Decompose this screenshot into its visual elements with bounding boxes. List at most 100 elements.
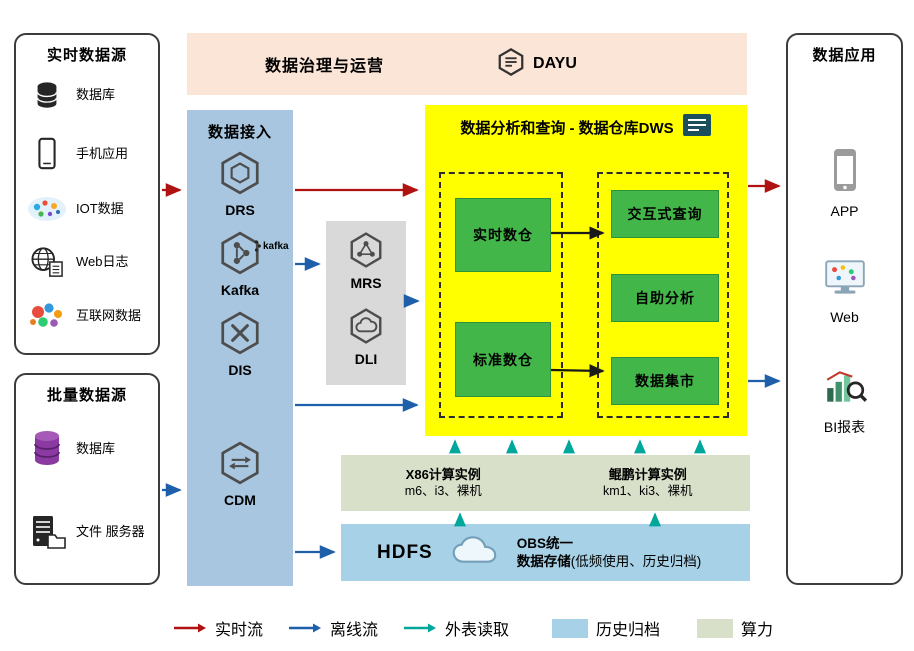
web-monitor-icon [822,257,868,302]
mobile-phone-icon [25,136,69,172]
standard-warehouse-box: 标准数仓 [455,322,551,397]
kunpeng-compute-cell: 鲲鹏计算实例 km1、ki3、裸机 [546,466,751,500]
service-label: Kafka [220,282,260,298]
box-label: 数据集市 [635,373,695,389]
service-drs: DRS [187,150,293,218]
batch-sources-panel: 批量数据源 数据库 文件 服务器 [14,373,160,585]
kafka-logo-icon [254,240,261,252]
report-document-icon [682,113,712,141]
source-label: IOT数据 [76,200,124,216]
list-item: IOT数据 [16,195,158,223]
x86-title: X86计算实例 [405,466,481,482]
applications-panel: 数据应用 APP Web BI报表 [786,33,903,585]
legend-label: 算力 [741,622,774,639]
internet-data-icon [25,301,69,331]
external-read-arrow-icon [404,623,436,633]
app-label: APP [830,203,859,219]
list-item: 手机应用 [16,136,158,172]
compute-power-swatch [697,618,733,638]
service-kafka: kafka Kafka [187,230,293,298]
dli-hexagon-icon [347,307,385,350]
database-icon [25,79,69,113]
interactive-query-box: 交互式查询 [611,190,719,238]
app-item: BI报表 [788,365,901,437]
source-label: Web日志 [76,254,129,270]
app-phone-icon [830,147,860,196]
data-ingestion-panel: 数据接入 DRS kafka Kafka DIS [187,110,293,586]
app-item: Web [788,257,901,325]
analysis-group: 交互式查询 自助分析 数据集市 [597,172,729,418]
list-item: 数据库 [16,429,158,469]
service-label: MRS [350,275,382,291]
box-label: 交互式查询 [627,206,703,222]
list-item: 文件 服务器 [16,513,158,551]
source-label: 数据库 [76,87,116,103]
batch-sources-list: 数据库 文件 服务器 [16,405,158,583]
dis-hexagon-icon [217,310,263,361]
self-service-analysis-box: 自助分析 [611,274,719,322]
box-label: 自助分析 [635,290,695,306]
realtime-warehouse-box: 实时数仓 [455,198,551,272]
x86-spec: m6、i3、裸机 [404,484,482,499]
dws-panel: 数据分析和查询 - 数据仓库DWS 实时数仓 标准数仓 交互式查询 自助分析 数… [425,105,747,436]
obs-line2: 数据存储 [516,553,571,569]
legend-history-archive: 历史归档 [552,616,660,640]
realtime-sources-title: 实时数据源 [46,47,127,64]
kunpeng-spec: km1、ki3、裸机 [602,484,693,499]
obs-cloud-icon [449,533,501,572]
legend-label: 实时流 [215,622,264,639]
service-dis: DIS [187,310,293,378]
obs-text: OBS统一 数据存储(低频使用、历史归档) [517,535,702,570]
service-label: DRS [225,202,255,218]
iot-icon [25,195,69,223]
processing-panel: MRS DLI [326,221,406,385]
app-label: BI报表 [823,419,866,435]
history-archive-swatch [552,618,588,638]
cdm-hexagon-icon [217,440,263,491]
legend-label: 离线流 [330,622,379,639]
box-label: 标准数仓 [473,351,533,368]
offline-arrow-icon [289,623,321,633]
web-log-icon [25,246,69,278]
storage-strip: HDFS OBS统一 数据存储(低频使用、历史归档) [341,524,750,581]
data-ingestion-title: 数据接入 [207,124,272,141]
x86-compute-cell: X86计算实例 m6、i3、裸机 [341,466,546,500]
legend-external-read: 外表读取 [403,616,509,640]
applications-title: 数据应用 [812,47,877,64]
file-server-icon [25,513,69,551]
realtime-sources-panel: 实时数据源 数据库 手机应用 IOT数据 [14,33,160,355]
source-label: 互联网数据 [76,308,142,324]
batch-sources-title: 批量数据源 [46,387,127,404]
service-label: CDM [224,492,256,508]
legend-label: 外表读取 [445,622,510,639]
source-label: 手机应用 [76,145,129,161]
bi-report-icon [822,365,868,410]
service-mrs: MRS [326,231,406,291]
service-label: DIS [228,362,252,378]
dayu-brand: DAYU [496,47,577,82]
legend-label: 历史归档 [596,622,661,639]
hdfs-label: HDFS [377,541,433,563]
governance-banner: 数据治理与运营 DAYU [187,33,747,95]
dws-title: 数据分析和查询 - 数据仓库DWS [460,119,674,137]
governance-title: 数据治理与运营 [265,58,385,75]
legend-realtime-flow: 实时流 [173,616,263,640]
dws-title-row: 数据分析和查询 - 数据仓库DWS [425,105,747,141]
mrs-hexagon-icon [347,231,385,274]
kafka-wordmark: kafka [254,240,289,252]
drs-hexagon-icon [217,150,263,201]
obs-line1: OBS统一 [516,535,573,551]
list-item: 数据库 [16,79,158,113]
purple-database-icon [25,429,69,469]
service-dli: DLI [326,307,406,367]
source-label: 数据库 [76,440,116,456]
legend-compute-power: 算力 [697,616,773,640]
app-item: APP [788,147,901,219]
box-label: 实时数仓 [473,227,533,243]
data-mart-box: 数据集市 [611,357,719,405]
obs-note: (低频使用、历史归档) [570,553,702,569]
app-label: Web [830,309,859,325]
source-label: 文件 服务器 [76,523,145,539]
compute-instances-strip: X86计算实例 m6、i3、裸机 鲲鹏计算实例 km1、ki3、裸机 [341,455,750,511]
